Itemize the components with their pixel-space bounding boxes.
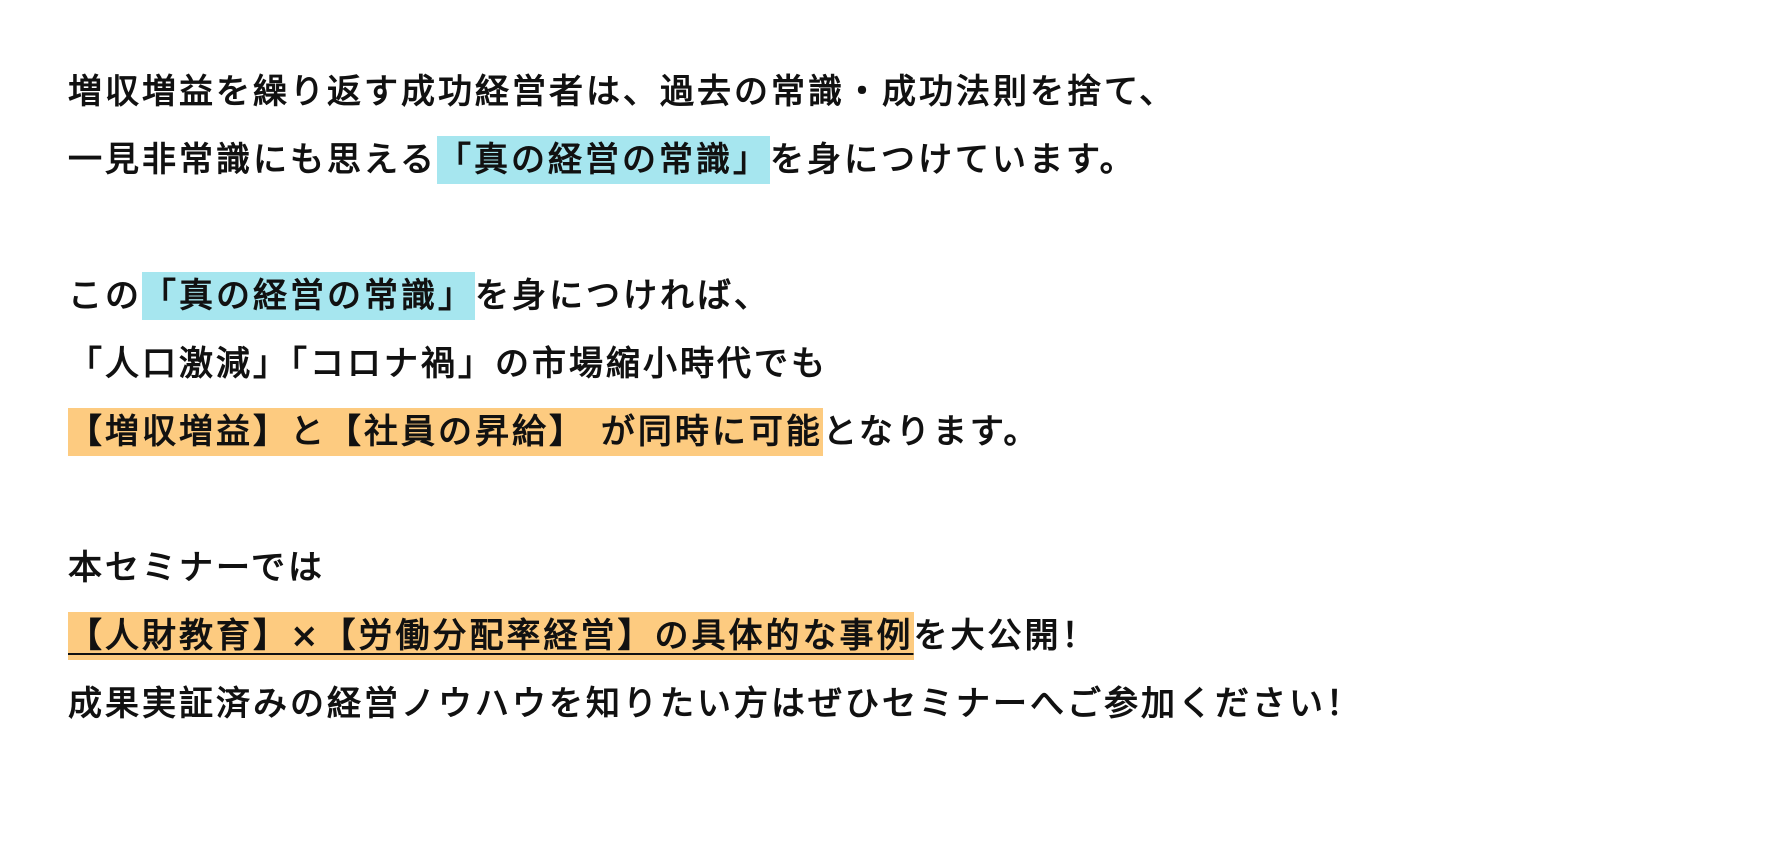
text-segment: 増収増益を繰り返す成功経営者は、過去の常識・成功法則を捨て、	[68, 72, 1177, 112]
paragraph-3-line-2: 【人財教育】×【労働分配率経営】の具体的な事例を大公開！	[68, 602, 1708, 670]
paragraph-3-line-3: 成果実証済みの経営ノウハウを知りたい方はぜひセミナーへご参加ください！	[68, 670, 1708, 738]
text-segment: となります。	[822, 412, 1041, 452]
document-body: 増収増益を繰り返す成功経営者は、過去の常識・成功法則を捨て、 一見非常識にも思え…	[68, 58, 1708, 738]
paragraph-2-line-3: 【増収増益】と【社員の昇給】 が同時に可能となります。	[68, 398, 1708, 466]
paragraph-3-line-1: 本セミナーでは	[68, 534, 1708, 602]
text-segment: を身につければ、	[475, 276, 771, 316]
paragraph-spacer	[68, 466, 1708, 534]
paragraph-2-line-2: 「人口激減」「コロナ禍」の市場縮小時代でも	[68, 330, 1708, 398]
text-segment: 「人口激減」「コロナ禍」の市場縮小時代でも	[68, 344, 828, 384]
text-segment: 成果実証済みの経営ノウハウを知りたい方はぜひセミナーへご参加ください！	[68, 684, 1363, 724]
highlight-true-management-common-sense: 「真の経営の常識」	[142, 272, 475, 320]
paragraph-2-line-1: この「真の経営の常識」を身につければ、	[68, 262, 1708, 330]
paragraph-spacer	[68, 194, 1708, 262]
text-segment: を大公開！	[913, 616, 1099, 656]
text-segment: を身につけています。	[769, 140, 1137, 180]
paragraph-1-line-1: 増収増益を繰り返す成功経営者は、過去の常識・成功法則を捨て、	[68, 58, 1708, 126]
text-segment: 一見非常識にも思える	[68, 140, 437, 180]
paragraph-1-line-2: 一見非常識にも思える「真の経営の常識」を身につけています。	[68, 126, 1708, 194]
highlight-profit-and-raise: 【増収増益】と【社員の昇給】 が同時に可能	[68, 408, 823, 456]
text-segment: この	[68, 276, 142, 316]
text-segment: 本セミナーでは	[68, 548, 325, 588]
highlight-true-management-common-sense: 「真の経営の常識」	[436, 136, 770, 184]
highlight-case-studies: 【人財教育】×【労働分配率経営】の具体的な事例	[68, 612, 914, 660]
